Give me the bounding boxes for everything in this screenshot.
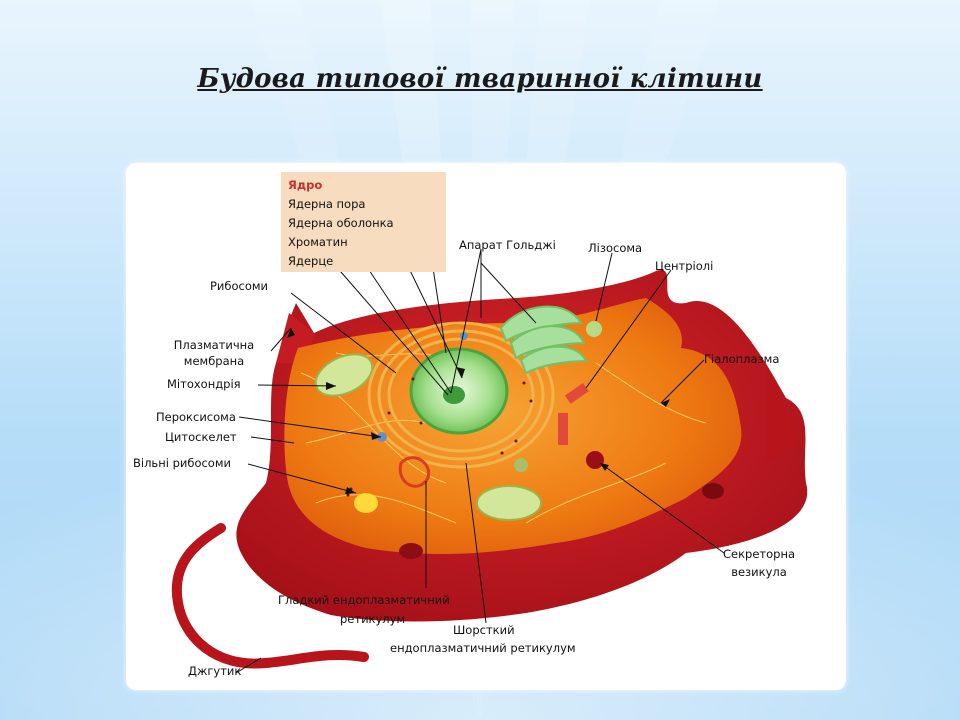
flagellum: [171, 523, 369, 669]
chromatin-label: Хроматин: [288, 235, 348, 249]
smooth-er: [398, 456, 431, 488]
cell-illustration: [171, 199, 808, 674]
ribosomes-label: Рибосоми: [209, 279, 268, 293]
nuclear-envelope-label: Ядерна оболонка: [288, 216, 394, 230]
nucleus-heading: Ядро: [288, 178, 323, 192]
secretory-vesicle: [586, 451, 604, 469]
diagram-panel: Ядро Ядерна пора Ядерна оболонка Хромати…: [126, 163, 846, 690]
peroxisome-label: Пероксисома: [156, 410, 236, 424]
cytoskeleton-label: Цитоскелет: [165, 430, 237, 444]
smooth-er-label-2: ретикулум: [340, 612, 406, 626]
slide-title: Будова типової тваринної клітини: [197, 64, 763, 94]
flagellum-label: Джгутик: [188, 664, 242, 678]
rough-er-label-1: Шорсткий: [453, 623, 515, 637]
nucleolus-label: Ядерце: [288, 254, 334, 268]
lysosome-label: Лізосома: [588, 241, 643, 255]
lysosome: [586, 321, 602, 337]
cytoplasm: [284, 298, 742, 555]
nuclear-pore-label: Ядерна пора: [288, 197, 366, 211]
plasma-membrane-label-2: мембрана: [183, 354, 245, 368]
nucleus-legend-box: [281, 172, 446, 272]
centriole: [564, 383, 589, 404]
rough-er-label-2: ендоплазматичний ретикулум: [390, 641, 576, 655]
secretory-vesicle-label-1: Секреторна: [722, 547, 796, 561]
centrioles-label: Центріолі: [655, 259, 714, 273]
plasma-membrane-label-1: Плазматична: [173, 338, 255, 352]
mitochondrion-label: Мітохондрія: [167, 377, 241, 391]
rough-er: [367, 321, 555, 469]
golgi-apparatus: [499, 305, 588, 375]
hyaloplasm-label: Гіалоплазма: [704, 352, 780, 366]
secretory-vesicle-label-2: везикула: [731, 565, 787, 579]
free-ribosomes-label: Вільні рибосоми: [133, 456, 231, 470]
mitochondrion-2: [476, 485, 542, 521]
peroxisome: [377, 432, 387, 442]
golgi-label: Апарат Гольджі: [459, 238, 556, 252]
nucleolus: [443, 386, 465, 404]
smooth-er-label-1: Гладкий ендоплазматичний: [278, 593, 450, 607]
